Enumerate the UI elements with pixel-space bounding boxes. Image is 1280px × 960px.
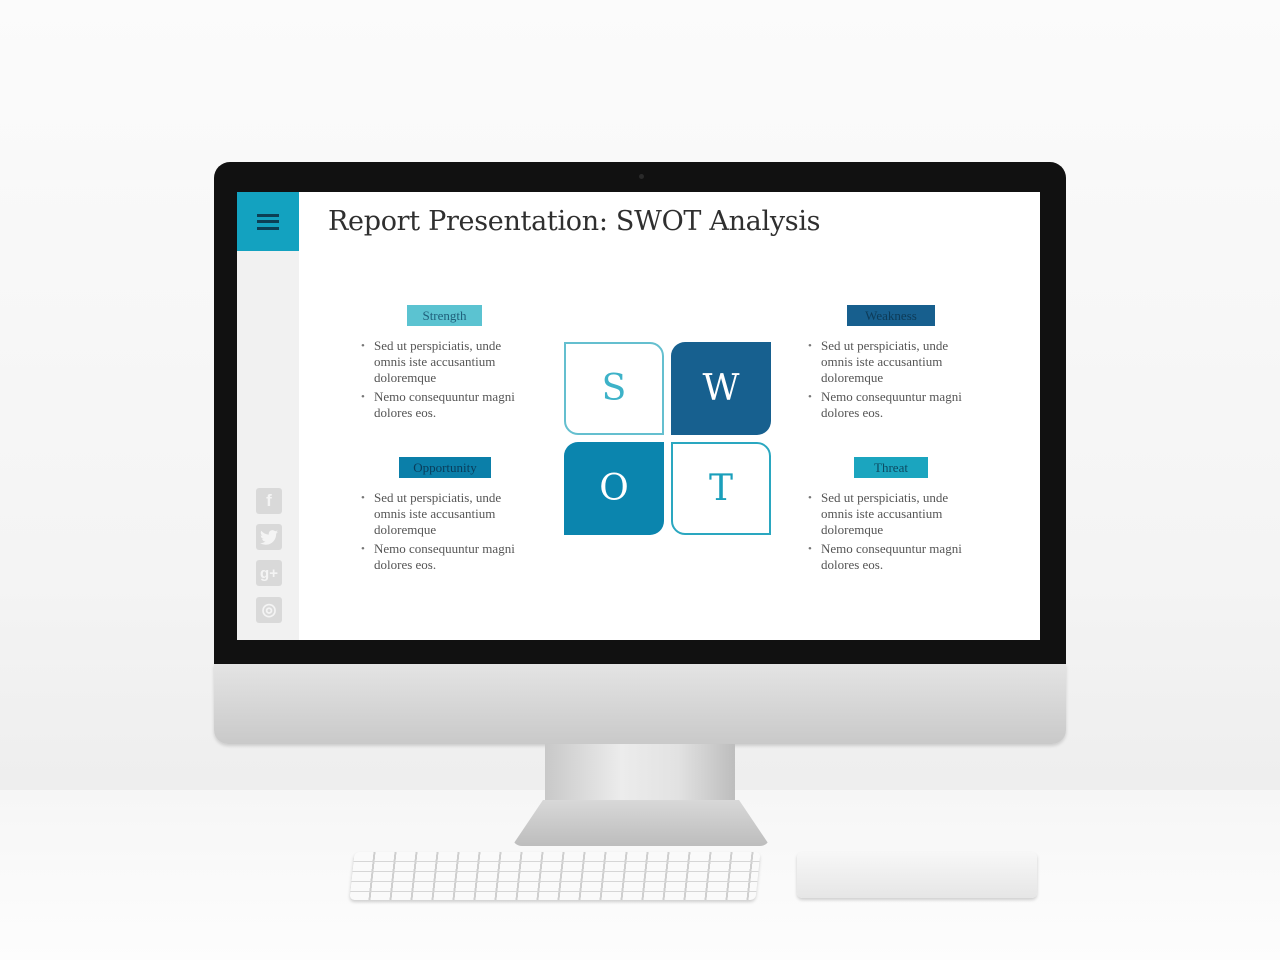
strength-bullets: Sed ut perspiciatis, unde omnis iste acc…	[359, 338, 534, 424]
list-item: Sed ut perspiciatis, unde omnis iste acc…	[806, 338, 981, 386]
monitor-chin	[214, 664, 1066, 744]
slide-title: Report Presentation: SWOT Analysis	[328, 206, 821, 237]
hamburger-icon	[257, 213, 279, 230]
trackpad	[797, 852, 1037, 898]
twitter-icon[interactable]	[256, 524, 282, 550]
opportunity-label: Opportunity	[399, 457, 491, 478]
swot-tile-s: S	[564, 342, 664, 435]
swot-tile-w: W	[671, 342, 771, 435]
opportunity-bullets: Sed ut perspiciatis, unde omnis iste acc…	[359, 490, 534, 576]
strength-label: Strength	[407, 305, 482, 326]
swot-tile-t: T	[671, 442, 771, 535]
list-item: Sed ut perspiciatis, unde omnis iste acc…	[806, 490, 981, 538]
list-item: Nemo consequuntur magni dolores eos.	[806, 541, 981, 573]
list-item: Sed ut perspiciatis, unde omnis iste acc…	[359, 338, 534, 386]
list-item: Nemo consequuntur magni dolores eos.	[359, 389, 534, 421]
list-item: Nemo consequuntur magni dolores eos.	[806, 389, 981, 421]
list-item: Sed ut perspiciatis, unde omnis iste acc…	[359, 490, 534, 538]
slide-sidebar: f g+ ◎	[237, 192, 299, 640]
swot-tile-o: O	[564, 442, 664, 535]
weakness-label: Weakness	[847, 305, 935, 326]
threat-bullets: Sed ut perspiciatis, unde omnis iste acc…	[806, 490, 981, 576]
monitor-stand-foot	[512, 800, 770, 846]
instagram-icon[interactable]: ◎	[256, 597, 282, 623]
menu-button[interactable]	[237, 192, 299, 251]
list-item: Nemo consequuntur magni dolores eos.	[359, 541, 534, 573]
facebook-icon[interactable]: f	[256, 488, 282, 514]
keyboard	[349, 852, 761, 900]
google-plus-icon[interactable]: g+	[256, 560, 282, 586]
weakness-bullets: Sed ut perspiciatis, unde omnis iste acc…	[806, 338, 981, 424]
camera-icon	[639, 174, 644, 179]
threat-label: Threat	[854, 457, 928, 478]
slide-screen: f g+ ◎ Report Presentation: SWOT Analysi…	[237, 192, 1040, 640]
